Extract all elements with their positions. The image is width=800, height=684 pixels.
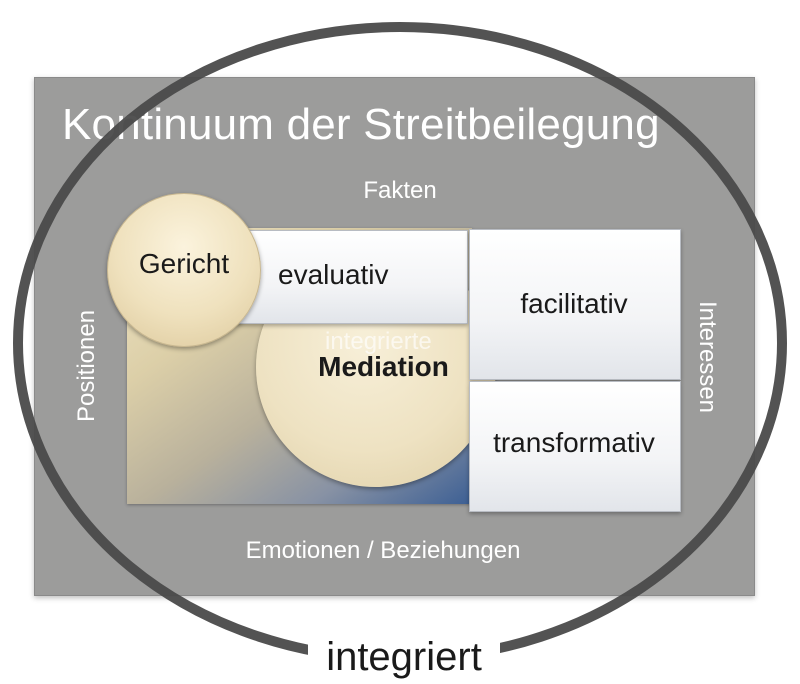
axis-label-right: Interessen bbox=[694, 300, 721, 414]
axis-label-bottom: Emotionen / Beziehungen bbox=[245, 537, 521, 564]
axis-label-left: Positionen bbox=[73, 309, 100, 423]
diagram-title: Kontinuum der Streitbeilegung bbox=[62, 100, 660, 149]
evaluativ-label: evaluativ bbox=[278, 259, 389, 290]
ring-label: integriert bbox=[308, 632, 500, 682]
transformativ-label: transformativ bbox=[493, 427, 655, 458]
facilitativ-label: facilitativ bbox=[520, 288, 628, 319]
mediation-label: Mediation bbox=[318, 351, 449, 382]
gericht-label: Gericht bbox=[138, 248, 230, 279]
axis-label-top: Fakten bbox=[363, 177, 437, 204]
